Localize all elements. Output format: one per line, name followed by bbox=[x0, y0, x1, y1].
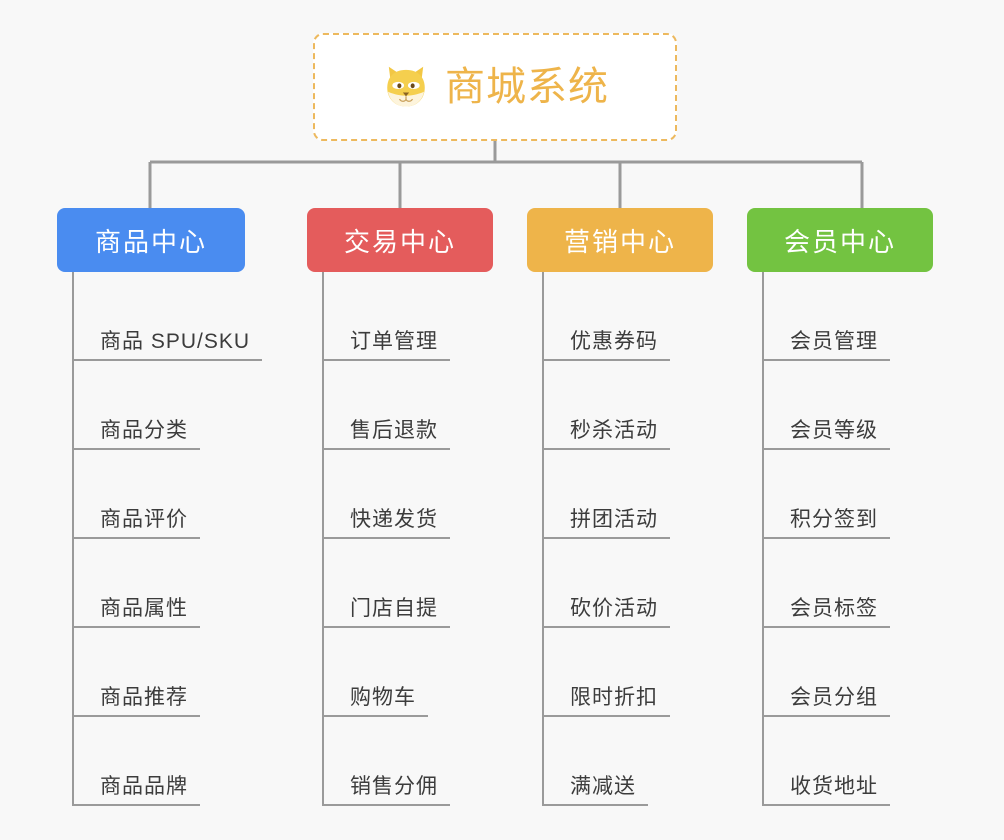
list-item[interactable]: 砍价活动 bbox=[542, 539, 749, 628]
leaf-label: 会员管理 bbox=[762, 330, 890, 361]
category-header-product[interactable]: 商品中心 bbox=[57, 208, 245, 272]
list-item[interactable]: 秒杀活动 bbox=[542, 361, 749, 450]
category-column-member: 会员中心 会员管理 会员等级 积分签到 会员标签 会员分组 收货地址 bbox=[747, 208, 967, 806]
leaf-label: 商品评价 bbox=[72, 508, 200, 539]
leaf-label: 满减送 bbox=[542, 775, 648, 806]
list-item[interactable]: 售后退款 bbox=[322, 361, 529, 450]
shiba-dog-face-icon bbox=[387, 66, 425, 107]
list-item[interactable]: 购物车 bbox=[322, 628, 529, 717]
leaf-label: 会员等级 bbox=[762, 419, 890, 450]
list-item[interactable]: 收货地址 bbox=[762, 717, 969, 806]
leaf-label: 收货地址 bbox=[762, 775, 890, 806]
category-columns: 商品中心 商品 SPU/SKU 商品分类 商品评价 商品属性 商品推荐 商品品牌… bbox=[0, 208, 1004, 840]
category-column-marketing: 营销中心 优惠券码 秒杀活动 拼团活动 砍价活动 限时折扣 满减送 bbox=[527, 208, 747, 806]
leaf-label: 会员标签 bbox=[762, 597, 890, 628]
category-header-trade[interactable]: 交易中心 bbox=[307, 208, 493, 272]
list-item[interactable]: 销售分佣 bbox=[322, 717, 529, 806]
leaf-list-product: 商品 SPU/SKU 商品分类 商品评价 商品属性 商品推荐 商品品牌 bbox=[72, 272, 279, 806]
category-header-label: 营销中心 bbox=[563, 226, 676, 257]
leaf-label: 会员分组 bbox=[762, 686, 890, 717]
list-item[interactable]: 优惠券码 bbox=[542, 272, 749, 361]
root-title: 商城系统 bbox=[445, 65, 609, 109]
leaf-list-trade: 订单管理 售后退款 快递发货 门店自提 购物车 销售分佣 bbox=[322, 272, 529, 806]
list-item[interactable]: 商品属性 bbox=[72, 539, 279, 628]
list-item[interactable]: 商品分类 bbox=[72, 361, 279, 450]
list-item[interactable]: 会员等级 bbox=[762, 361, 969, 450]
list-item[interactable]: 满减送 bbox=[542, 717, 749, 806]
leaf-label: 积分签到 bbox=[762, 508, 890, 539]
category-header-label: 会员中心 bbox=[783, 226, 896, 257]
leaf-list-marketing: 优惠券码 秒杀活动 拼团活动 砍价活动 限时折扣 满减送 bbox=[542, 272, 749, 806]
root-node[interactable]: 商城系统 bbox=[313, 33, 677, 141]
list-item[interactable]: 快递发货 bbox=[322, 450, 529, 539]
category-column-trade: 交易中心 订单管理 售后退款 快递发货 门店自提 购物车 销售分佣 bbox=[307, 208, 527, 806]
leaf-label: 售后退款 bbox=[322, 419, 450, 450]
leaf-list-member: 会员管理 会员等级 积分签到 会员标签 会员分组 收货地址 bbox=[762, 272, 969, 806]
category-header-label: 交易中心 bbox=[343, 226, 456, 257]
leaf-label: 优惠券码 bbox=[542, 330, 670, 361]
list-item[interactable]: 门店自提 bbox=[322, 539, 529, 628]
leaf-label: 商品品牌 bbox=[72, 775, 200, 806]
category-header-marketing[interactable]: 营销中心 bbox=[527, 208, 713, 272]
leaf-label: 订单管理 bbox=[322, 330, 450, 361]
list-item[interactable]: 会员管理 bbox=[762, 272, 969, 361]
list-item[interactable]: 拼团活动 bbox=[542, 450, 749, 539]
list-item[interactable]: 订单管理 bbox=[322, 272, 529, 361]
leaf-label: 秒杀活动 bbox=[542, 419, 670, 450]
list-item[interactable]: 会员标签 bbox=[762, 539, 969, 628]
leaf-label: 销售分佣 bbox=[322, 775, 450, 806]
list-item[interactable]: 商品品牌 bbox=[72, 717, 279, 806]
leaf-label: 快递发货 bbox=[322, 508, 450, 539]
leaf-label: 商品分类 bbox=[72, 419, 200, 450]
list-item[interactable]: 限时折扣 bbox=[542, 628, 749, 717]
leaf-label: 购物车 bbox=[322, 686, 428, 717]
leaf-label: 商品 SPU/SKU bbox=[72, 330, 263, 361]
list-item[interactable]: 商品 SPU/SKU bbox=[72, 272, 279, 361]
list-item[interactable]: 积分签到 bbox=[762, 450, 969, 539]
leaf-label: 门店自提 bbox=[322, 597, 450, 628]
list-item[interactable]: 商品评价 bbox=[72, 450, 279, 539]
leaf-label: 拼团活动 bbox=[542, 508, 670, 539]
category-header-member[interactable]: 会员中心 bbox=[747, 208, 933, 272]
list-item[interactable]: 商品推荐 bbox=[72, 628, 279, 717]
list-item[interactable]: 会员分组 bbox=[762, 628, 969, 717]
category-header-label: 商品中心 bbox=[94, 226, 207, 257]
leaf-label: 商品属性 bbox=[72, 597, 200, 628]
leaf-label: 砍价活动 bbox=[542, 597, 670, 628]
category-column-product: 商品中心 商品 SPU/SKU 商品分类 商品评价 商品属性 商品推荐 商品品牌 bbox=[57, 208, 277, 806]
leaf-label: 商品推荐 bbox=[72, 686, 200, 717]
leaf-label: 限时折扣 bbox=[542, 686, 670, 717]
